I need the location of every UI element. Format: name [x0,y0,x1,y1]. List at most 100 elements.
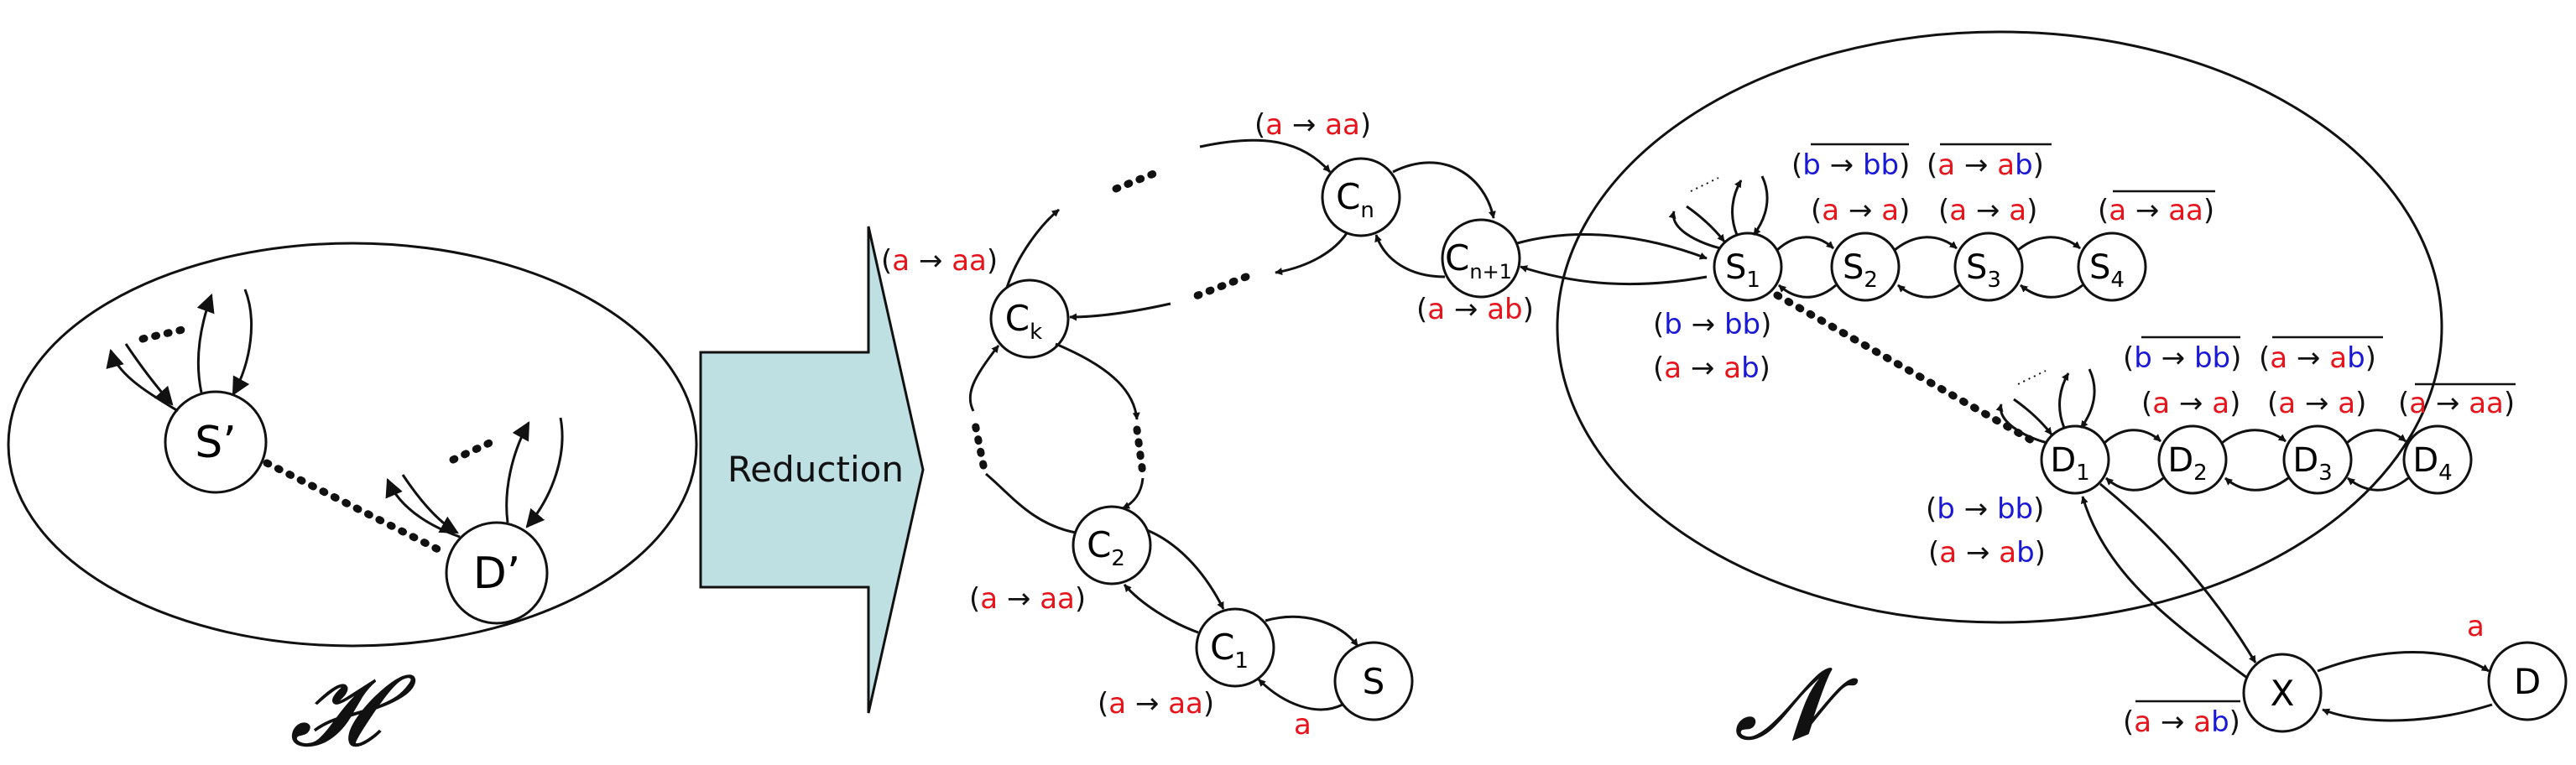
svg-text:D3: D3 [2292,441,2332,486]
label-s3-overline: (a → ab) [1927,143,2052,182]
edge-cn-cn1 [1392,161,1496,219]
edge-d1-x [2099,482,2257,664]
edge-ck-cn-dots-top [1112,168,1162,193]
svg-text:(b → bb): (b → bb) [2123,341,2241,375]
edge-s-prime-loop-left [106,348,179,413]
edge-c1-s [1265,615,1359,647]
svg-text:D2: D2 [2167,441,2207,486]
edge-d3-d4 [2346,429,2407,445]
label-cn: (a → aa) [1254,108,1371,142]
svg-text:Cn: Cn [1336,176,1374,223]
graph-h: S’ D’ [7,242,698,648]
edge-s1-loop-top-in [1752,175,1769,236]
label-ck: (a → aa) [881,244,998,278]
label-x-d: a [2467,610,2485,643]
edge-cn-down [1275,232,1348,276]
edge-c2-up [985,472,1077,534]
label-s1-rule-1: (b → bb) [1653,308,1771,341]
edge-d-prime-loop-top-in [525,417,564,528]
node-c-2: C2 [1072,505,1152,585]
edge-d1-loop-left [1995,403,2048,445]
edge-into-ck [1069,302,1171,321]
edge-s-prime-dots [138,325,190,343]
edge-s1-d1-dotted [1773,291,2043,449]
svg-text:(a → ab): (a → ab) [1927,148,2044,182]
edge-s-prime-loop-left-in [124,343,174,406]
node-d-3: D3 [2282,424,2353,495]
edge-c1-c2 [1123,584,1199,634]
node-c-k: Ck [989,278,1070,359]
edge-s1-loop-top [1731,180,1743,236]
svg-text:(a → ab): (a → ab) [2123,705,2240,739]
svg-text:S3: S3 [1966,248,2001,293]
edge-d1-loop-top [2058,372,2070,429]
edge-s1-loop-left-in [1686,205,1726,242]
edge-cn-in-top [1199,138,1332,173]
label-d1-rule-2: (a → ab) [1928,536,2046,570]
svg-text:X: X [2271,673,2295,714]
edge-d-prime-dots [449,436,499,464]
edge-s-prime-loop-top [196,293,215,393]
node-s-1: S1 [1713,232,1783,302]
graph-h-boundary [7,242,698,648]
reduction-arrow: Reduction [699,226,925,714]
label-d-x-overline: (a → ab) [2123,700,2240,739]
reduction-arrow-shape [699,226,925,714]
edge-d-prime-loop-left-in [401,474,459,534]
edge-c2-ck-dots [971,419,988,470]
edge-ck-c2-end [1122,477,1145,510]
label-s4-overline: (a → aa) [2098,190,2215,227]
node-s-prime [164,390,268,494]
label-c2: (a → aa) [969,582,1086,616]
node-s-3: S3 [1953,232,2024,302]
label-d2-overline: (b → bb) [2123,336,2241,375]
label-d3-rule: (a → a) [2267,387,2366,420]
edge-d1-d2 [2103,429,2162,445]
edge-d1-dots [2017,370,2047,385]
edge-cn1-s1 [1516,233,1708,260]
edge-d-prime-loop-top [505,421,530,523]
node-c-n-plus-1: Cn+1 [1441,218,1521,299]
node-d-1: D1 [2040,424,2110,495]
svg-text:(b → bb): (b → bb) [1791,148,1910,182]
edge-ck-up [1005,208,1060,289]
svg-text:S1: S1 [1725,248,1760,293]
node-s: S [1333,641,1414,721]
node-s-2: S2 [1830,232,1901,302]
node-d-prime-label: D’ [473,549,521,599]
svg-text:(a → ab): (a → ab) [2259,341,2376,375]
node-c-1: C1 [1195,607,1275,688]
edge-s4-s3 [2020,284,2083,299]
edge-s1-dots [1690,177,1719,192]
edge-s2-s1 [1777,284,1837,299]
edge-cn1-cn [1374,234,1446,278]
svg-text:(a → aa): (a → aa) [2398,387,2515,420]
edge-s3-s2 [1897,284,1960,299]
svg-text:D: D [2514,661,2541,702]
label-s2-overline: (b → bb) [1791,143,1910,182]
node-x: X [2242,653,2323,733]
edge-s-c1 [1257,678,1343,711]
graph-h-label: 𝓗 [289,653,417,765]
svg-text:(a → aa): (a → aa) [2098,194,2214,227]
svg-text:D1: D1 [2050,441,2089,486]
node-s-4: S4 [2077,232,2147,302]
edge-cn-ck-dots-mid [1187,273,1250,302]
edge-s3-s4 [2017,236,2081,252]
edge-d1-loop-left-in [2013,398,2053,435]
edge-d-prime-loop-left [385,477,461,539]
svg-text:Ck: Ck [1005,298,1042,345]
node-s-prime-label: S’ [195,418,237,468]
edge-ck-up-from-below [968,345,1000,412]
edge-s1-s2 [1776,236,1835,252]
svg-text:S: S [1363,661,1385,702]
edge-s1-loop-left [1668,211,1721,250]
svg-text:Cn+1: Cn+1 [1445,237,1512,284]
edge-d4-d3 [2347,476,2409,492]
c-chain: Ck Cn Cn+1 C2 C1 S [968,138,1708,721]
label-d4-overline: (a → aa) [2398,382,2516,420]
svg-text:D4: D4 [2412,441,2452,486]
edge-d-x [2322,703,2493,722]
edge-ck-down [1055,342,1140,420]
